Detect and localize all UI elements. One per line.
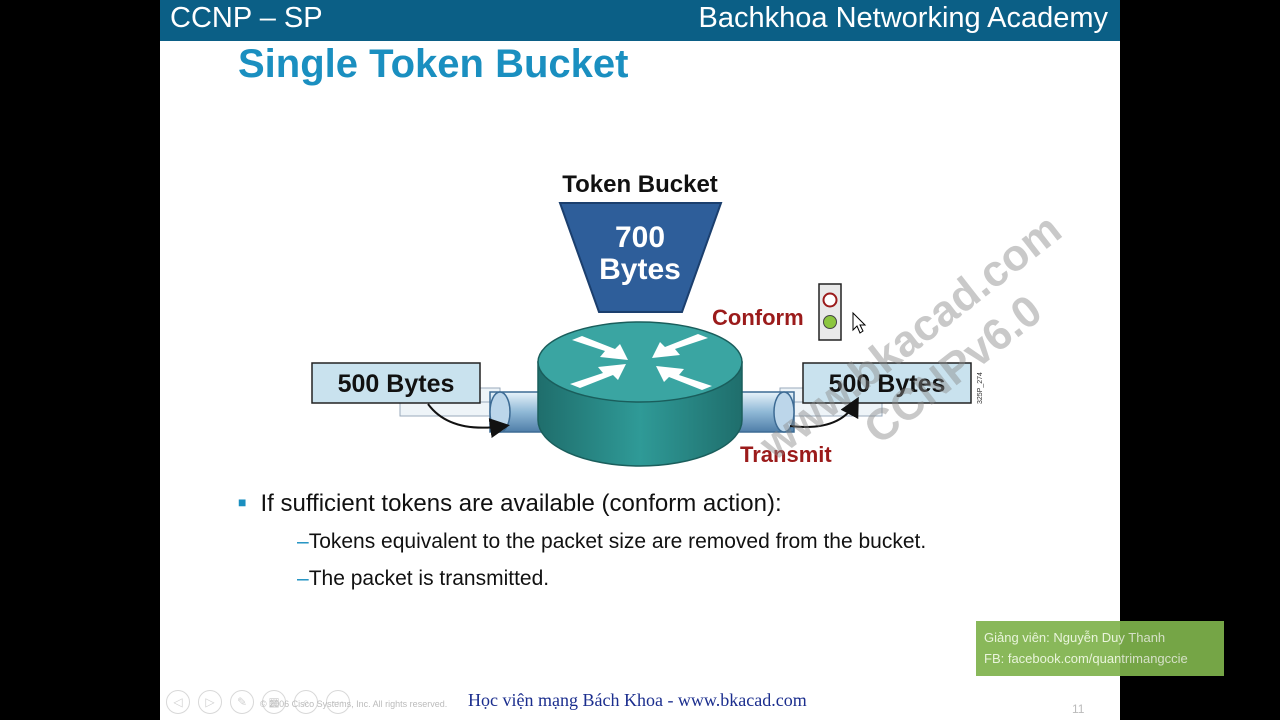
play-icon[interactable]: ▷ xyxy=(198,690,222,714)
ingress-arrow xyxy=(427,403,510,438)
left-packet-label: 500 Bytes xyxy=(338,370,455,398)
slide: CCNP – SP Bachkhoa Networking Academy Si… xyxy=(160,0,1120,720)
academy-name: Bachkhoa Networking Academy xyxy=(698,2,1108,34)
sub-bullet-2: –The packet is transmitted. xyxy=(297,567,550,590)
traffic-light-icon xyxy=(818,283,842,341)
right-packet: 500 Bytes xyxy=(802,362,972,404)
slide-nav-controls: ◁ ▷ ✎ ▦ ⌕ ⋯ xyxy=(166,690,350,714)
instructor-name: Giảng viên: Nguyễn Duy Thanh xyxy=(984,630,1166,645)
bucket-unit: Bytes xyxy=(599,253,681,286)
bucket-value: 700 xyxy=(615,221,665,254)
sub-bullet-1-text: Tokens equivalent to the packet size are… xyxy=(308,530,927,553)
bullet-square-icon: ■ xyxy=(238,494,247,510)
footer-academy-link: Học viện mạng Bách Khoa - www.bkacad.com xyxy=(468,690,807,710)
course-title: CCNP – SP xyxy=(170,2,323,34)
router-icon xyxy=(537,321,743,467)
right-packet-label: 500 Bytes xyxy=(829,370,946,398)
main-bullet-text: If sufficient tokens are available (conf… xyxy=(260,490,782,517)
header-bar: CCNP – SP Bachkhoa Networking Academy xyxy=(160,0,1120,41)
conform-label: Conform xyxy=(712,305,804,330)
more-icon[interactable]: ⋯ xyxy=(326,690,350,714)
slide-title: Single Token Bucket xyxy=(238,42,629,86)
sub-bullet-2-text: The packet is transmitted. xyxy=(308,567,550,590)
instructor-facebook: FB: facebook.com/quantrimangccie xyxy=(984,651,1188,666)
back-icon[interactable]: ◁ xyxy=(166,690,190,714)
slides-icon[interactable]: ▦ xyxy=(262,690,286,714)
instructor-info-box: Giảng viên: Nguyễn Duy Thanh FB: faceboo… xyxy=(976,621,1224,676)
sub-bullet-1: –Tokens equivalent to the packet size ar… xyxy=(297,530,927,553)
main-bullet: ■ If sufficient tokens are available (con… xyxy=(238,490,782,518)
page-number: 11 xyxy=(1072,702,1085,716)
zoom-icon[interactable]: ⌕ xyxy=(294,690,318,714)
figure-code: 325P_274 xyxy=(977,372,984,404)
copyright-text: © 2006 Cisco Systems, Inc. All rights re… xyxy=(260,699,448,709)
bucket-label: Token Bucket xyxy=(562,171,718,198)
egress-arrow xyxy=(789,396,859,428)
transmit-label: Transmit xyxy=(740,442,832,467)
pen-icon[interactable]: ✎ xyxy=(230,690,254,714)
token-bucket-shape xyxy=(558,202,723,313)
mouse-cursor-icon xyxy=(852,311,867,334)
token-bucket-diagram: Token Bucket 700 Bytes Conform xyxy=(311,171,984,467)
left-packet: 500 Bytes xyxy=(311,362,481,404)
